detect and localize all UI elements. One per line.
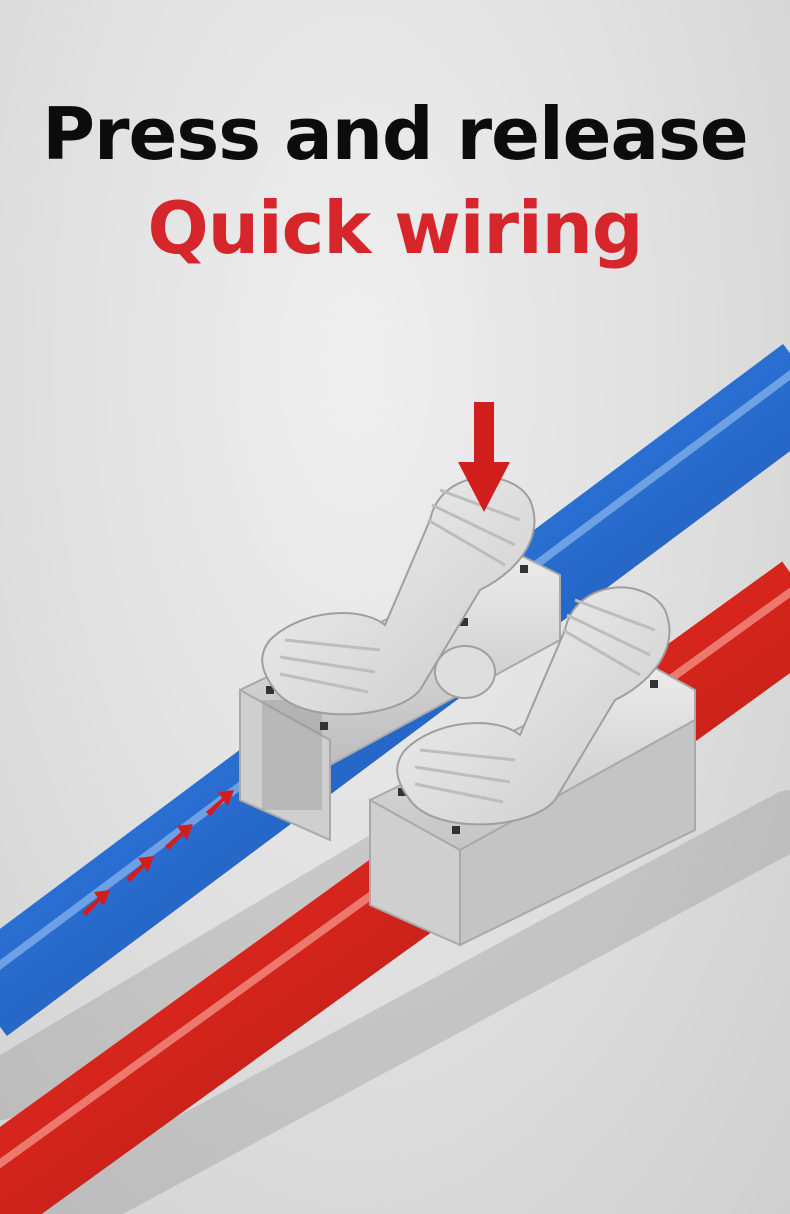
headline-line-2: Quick wiring xyxy=(147,186,644,270)
lever-front xyxy=(396,586,671,826)
headline-line-1: Press and release xyxy=(42,92,748,176)
lever-back xyxy=(261,476,536,716)
insert-arrow-icon xyxy=(82,790,234,916)
press-down-arrow-icon xyxy=(458,402,510,512)
